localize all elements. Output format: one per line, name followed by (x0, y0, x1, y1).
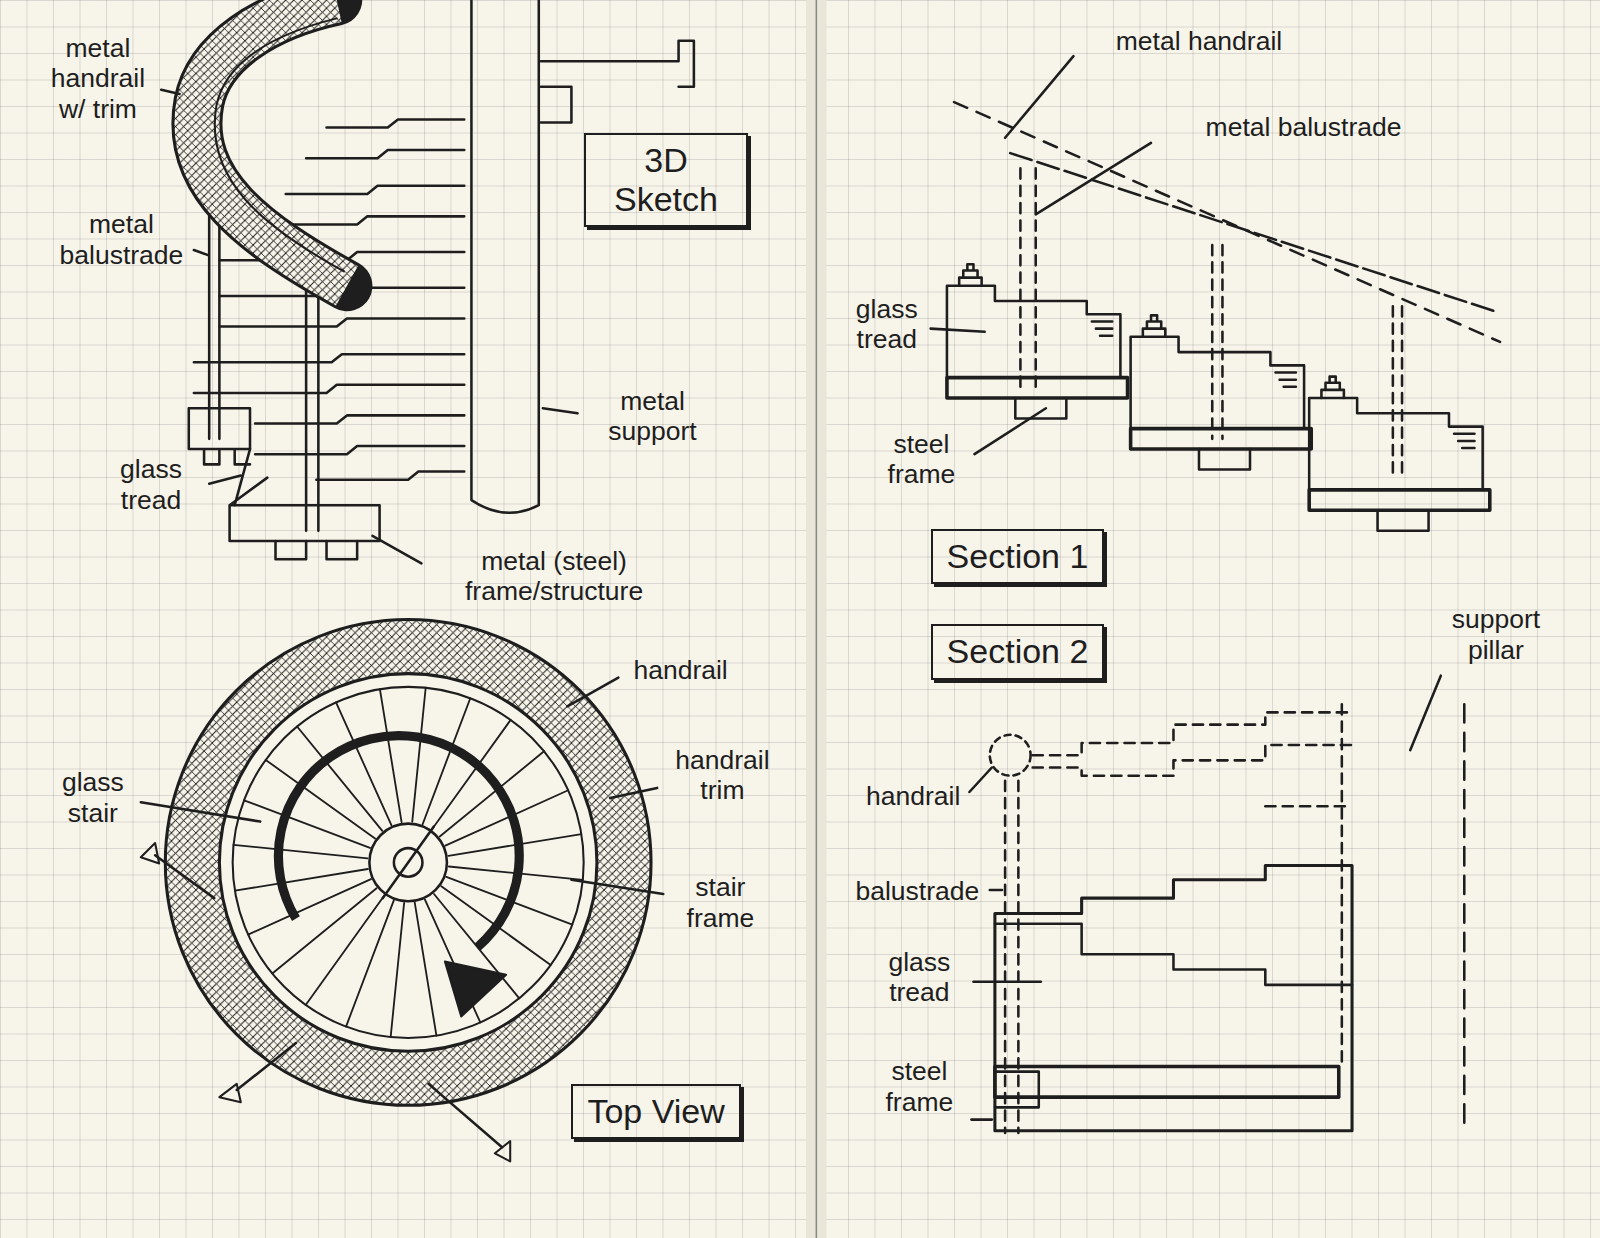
sketch-label: handrail (859, 781, 967, 811)
sketch-label: metal balustrade (1158, 112, 1449, 142)
sketch-label: stair frame (668, 872, 772, 933)
sketch-label: steel frame (867, 1056, 971, 1117)
box-title: Section 2 (947, 632, 1089, 671)
box-title: Top View (587, 1092, 724, 1131)
sketch-label: metal (steel) frame/structure (427, 546, 682, 607)
box-title: 3D Sketch (600, 141, 733, 219)
sketch-label: metal handrail w/ trim (36, 33, 160, 124)
sketch-label: metal support (584, 386, 722, 447)
sketch-label: metal handrail (1082, 26, 1317, 56)
sketch-label: handrail (624, 655, 736, 685)
title-box: Top View (571, 1084, 740, 1139)
sketch-label: glass tread (845, 294, 929, 355)
sketch-label: balustrade (845, 876, 990, 906)
sketch-label: steel frame (869, 429, 973, 490)
title-box: 3D Sketch (584, 133, 749, 227)
sketch-label: metal balustrade (51, 209, 192, 270)
sketch-label: handrail trim (661, 745, 783, 806)
box-title: Section 1 (947, 537, 1089, 576)
sketch-label: glass tread (867, 947, 971, 1008)
sketch-label: glass tread (94, 454, 208, 515)
sketch-label: glass stair (46, 767, 140, 828)
title-box: Section 1 (931, 529, 1105, 584)
sketch-label: support pillar (1434, 604, 1558, 665)
title-box: Section 2 (931, 624, 1105, 679)
